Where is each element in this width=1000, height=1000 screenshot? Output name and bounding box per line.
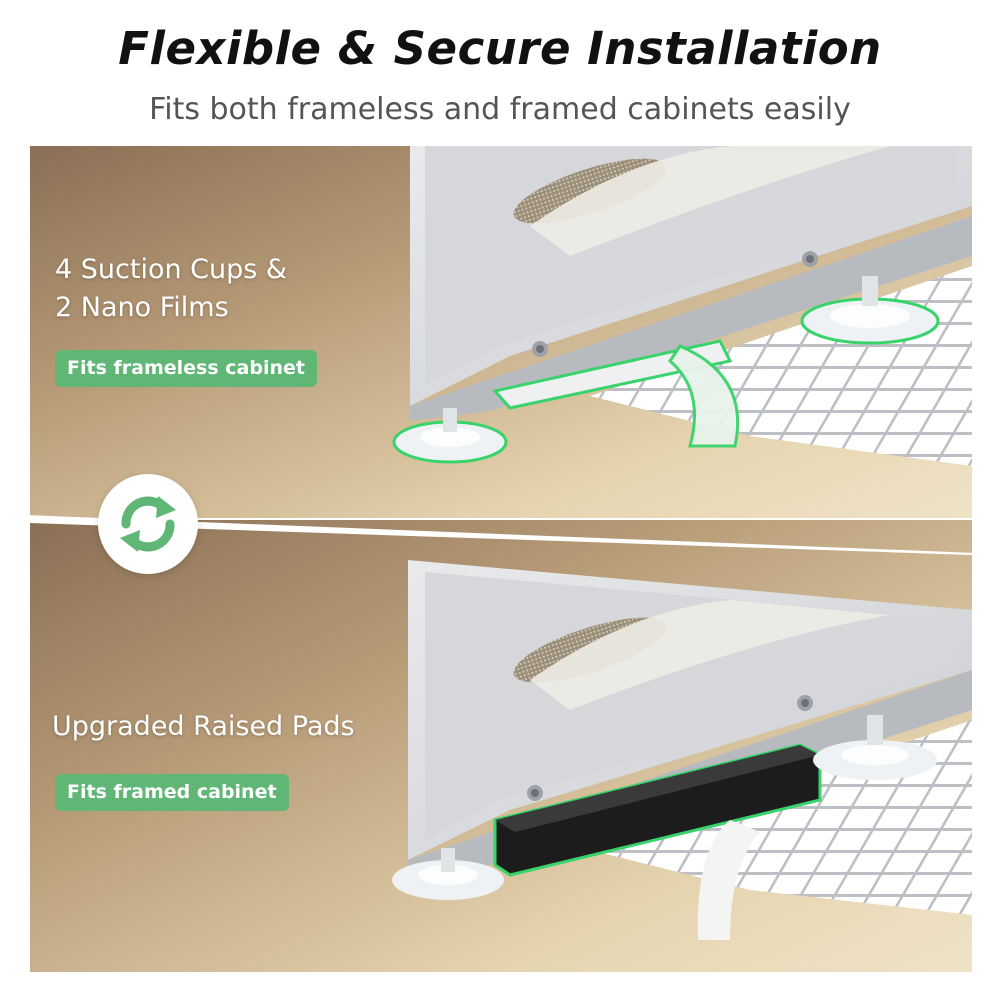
frameless-install-photo <box>30 146 972 518</box>
framed-cabinet-badge: Fits framed cabinet <box>55 774 289 811</box>
frameless-cabinet-badge: Fits frameless cabinet <box>55 350 317 387</box>
page-subtitle: Fits both frameless and framed cabinets … <box>149 92 851 127</box>
refresh-arrows-icon <box>98 474 198 574</box>
page-title: Flexible & Secure Installation <box>118 22 882 75</box>
framed-install-panel: Upgraded Raised Pads Fits framed cabinet <box>30 520 972 972</box>
frameless-feature-line-2: 2 Nano Films <box>55 292 229 323</box>
frameless-feature-label: 4 Suction Cups & 2 Nano Films <box>55 251 287 327</box>
frameless-install-panel: 4 Suction Cups & 2 Nano Films Fits frame… <box>30 146 972 518</box>
frameless-feature-line-1: 4 Suction Cups & <box>55 254 287 285</box>
framed-feature-label: Upgraded Raised Pads <box>52 708 355 746</box>
framed-feature-line-1: Upgraded Raised Pads <box>52 711 355 742</box>
framed-install-photo <box>30 520 972 972</box>
panel-divider <box>0 514 1000 556</box>
